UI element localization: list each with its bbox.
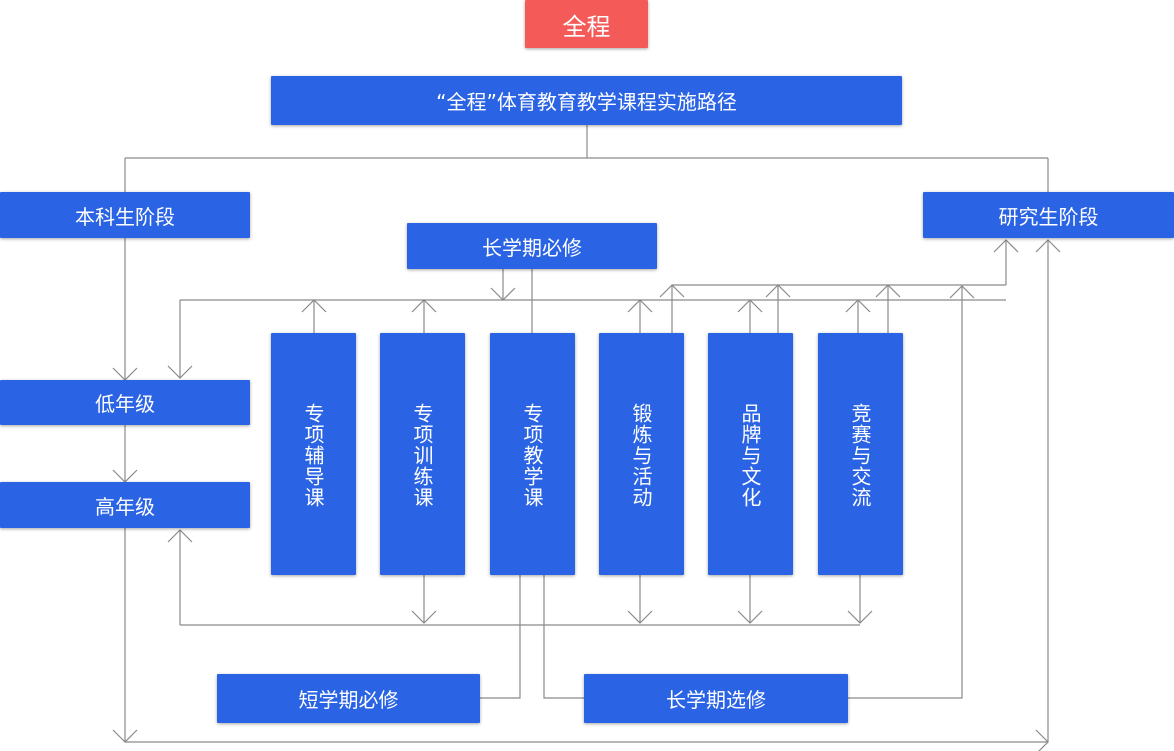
short-term-required-box: 短学期必修 (217, 674, 480, 723)
course-box-6: 竞赛与交流 (818, 333, 903, 575)
long-term-required-label: 长学期必修 (482, 235, 582, 260)
top-label: 全程 (562, 12, 611, 41)
main-title: “全程”体育教育教学课程实施路径 (436, 90, 737, 114)
course-label-3: 专项教学课 (520, 403, 544, 508)
course-label-2: 专项训练课 (410, 403, 434, 508)
course-box-2: 专项训练课 (380, 333, 465, 575)
course-box-4: 锻炼与活动 (599, 333, 684, 575)
low-grade-label: 低年级 (95, 392, 155, 416)
high-grade-box: 高年级 (0, 482, 250, 528)
grad-stage-box: 研究生阶段 (923, 192, 1174, 238)
grad-stage-label: 研究生阶段 (998, 204, 1099, 229)
course-box-3: 专项教学课 (490, 333, 575, 575)
long-term-elective-label: 长学期选修 (666, 688, 766, 712)
course-box-5: 品牌与文化 (708, 333, 793, 575)
course-label-6: 竞赛与交流 (848, 403, 872, 508)
low-grade-box: 低年级 (0, 380, 250, 425)
course-label-5: 品牌与文化 (738, 403, 762, 508)
high-grade-label: 高年级 (95, 494, 155, 519)
course-label-1: 专项辅导课 (301, 403, 325, 508)
long-term-elective-box: 长学期选修 (584, 674, 848, 723)
short-term-required-label: 短学期必修 (298, 688, 399, 712)
undergrad-stage-label: 本科生阶段 (75, 204, 175, 229)
main-title-box: “全程”体育教育教学课程实施路径 (271, 76, 902, 125)
top-label-box: 全程 (525, 0, 648, 48)
long-term-required-box: 长学期必修 (407, 223, 657, 269)
course-box-1: 专项辅导课 (271, 333, 356, 575)
course-label-4: 锻炼与活动 (629, 403, 653, 508)
undergrad-stage-box: 本科生阶段 (0, 192, 250, 238)
